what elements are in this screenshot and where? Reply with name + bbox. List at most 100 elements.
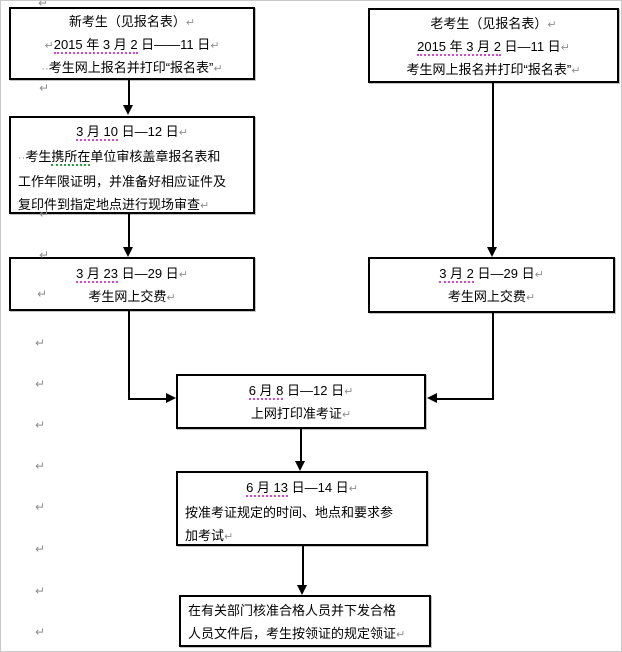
old-candidate-title-text: 老考生（见报名表）	[430, 16, 548, 31]
pay-new-action: 考生网上交费↵	[11, 286, 253, 309]
pay-new-date: 3 月 23 日—29 日↵	[11, 263, 253, 286]
old-candidate-date-rest: 日—11 日	[500, 39, 561, 54]
print-ticket-action: 上网打印准考证↵	[178, 403, 424, 426]
onsite-review-date: 3 月 10 日—12 日↵	[11, 120, 253, 145]
box-old-candidate: 老考生（见报名表）↵ 2015 年 3 月 2 日—11 日↵ 考生网上报名并打…	[368, 8, 619, 83]
old-candidate-date: 2015 年 3 月 2 日—11 日↵	[370, 36, 617, 59]
certificate-body-1-text: 在有关部门核准合格人员并下发合格	[188, 603, 397, 618]
connector-review-to-paynew	[128, 214, 130, 248]
connector-paynew-down	[128, 311, 130, 400]
old-candidate-action: 考生网上报名并打印“报名表”↵	[370, 59, 617, 82]
pilcrow-mark: ↵	[396, 629, 406, 641]
onsite-review-body-2: 工作年限证明，并准备好相应证件及	[11, 170, 253, 193]
box-print-ticket: 6 月 8 日—12 日↵ 上网打印准考证↵	[176, 374, 426, 429]
onsite-review-body-1: ··考生携所在单位审核盖章报名表和	[11, 145, 253, 170]
certificate-body-2-text: 人员文件后，考生按领证的规定领证	[188, 626, 397, 641]
pilcrow-mark: ↵	[39, 248, 50, 262]
pilcrow-mark: ↵	[571, 65, 581, 77]
connector-new-to-review	[128, 80, 130, 107]
pilcrow-mark: ↵	[35, 584, 46, 598]
new-candidate-title-text: 新考生（见报名表）	[68, 14, 186, 29]
onsite-review-date-rest: 日—12 日	[118, 124, 179, 139]
onsite-review-date-underlined: 3 月 10	[76, 124, 118, 141]
arrowhead-exam-to-certificate	[297, 585, 307, 595]
take-exam-body-2: 加考试↵	[178, 524, 426, 549]
old-candidate-date-underlined: 2015 年 3 月 2	[417, 39, 501, 56]
certificate-body-1: 在有关部门核准合格人员并下发合格	[181, 599, 429, 622]
arrowhead-old-to-payold	[487, 247, 497, 257]
certificate-body-2: 人员文件后，考生按领证的规定领证↵	[181, 622, 429, 647]
pilcrow-mark: ↵	[166, 292, 176, 304]
pay-old-date-underlined: 3 月 2	[439, 266, 474, 283]
arrowhead-review-to-paynew	[123, 247, 133, 257]
onsite-review-body-3-text: 复印件到指定地点进行现场审查	[18, 197, 201, 212]
space-dots-mark: ··	[41, 63, 49, 75]
pay-new-date-underlined: 3 月 23	[76, 266, 118, 283]
pilcrow-mark: ↵	[35, 377, 46, 391]
pay-old-date-rest: 日—29 日	[473, 266, 535, 281]
pilcrow-mark: ↵	[37, 287, 48, 301]
pilcrow-mark: ↵	[35, 418, 46, 432]
take-exam-date-rest: 日—14 日	[288, 480, 349, 495]
print-ticket-date-rest: 日—12 日	[283, 383, 345, 398]
new-candidate-date: ↵2015 年 3 月 2 日——11 日↵	[11, 34, 253, 57]
new-candidate-date-rest: 日——11 日	[137, 37, 211, 52]
pilcrow-mark: ↵	[185, 17, 196, 29]
pilcrow-mark: ↵	[44, 40, 54, 52]
box-pay-new: 3 月 23 日—29 日↵ 考生网上交费↵	[9, 257, 255, 311]
print-ticket-date-underlined: 6 月 8	[248, 383, 284, 400]
pilcrow-mark: ↵	[547, 19, 557, 31]
arrowhead-ticket-to-exam	[295, 461, 305, 471]
connector-payold-to-ticket	[437, 398, 494, 400]
print-ticket-action-text: 上网打印准考证	[250, 406, 342, 421]
box-certificate: 在有关部门核准合格人员并下发合格 人员文件后，考生按领证的规定领证↵	[179, 595, 431, 647]
pilcrow-mark: ↵	[224, 531, 234, 543]
box-take-exam: 6 月 13 日—14 日↵ 按准考证规定的时间、地点和要求参 加考试↵	[176, 471, 428, 546]
new-candidate-date-underlined: 2015 年 3 月 2	[53, 37, 138, 54]
connector-paynew-to-ticket	[128, 398, 167, 400]
pay-old-date: 3 月 2 日—29 日↵	[370, 263, 613, 286]
pilcrow-mark: ↵	[35, 625, 46, 639]
pilcrow-mark: ↵	[560, 42, 570, 54]
pilcrow-mark: ↵	[35, 336, 46, 350]
pilcrow-mark: ↵	[178, 269, 188, 281]
pilcrow-mark: ↵	[348, 483, 358, 495]
arrowhead-payold-to-ticket	[427, 393, 437, 403]
take-exam-body-1-text: 按准考证规定的时间、地点和要求参	[185, 505, 394, 520]
old-candidate-title: 老考生（见报名表）↵	[370, 13, 617, 36]
pilcrow-mark: ↵	[178, 127, 188, 139]
onsite-review-body-2-text: 工作年限证明，并准备好相应证件及	[18, 174, 227, 189]
connector-old-to-payold	[492, 83, 494, 248]
pilcrow-mark: ↵	[35, 459, 46, 473]
pilcrow-mark: ↵	[534, 269, 544, 281]
arrowhead-new-to-review	[123, 105, 133, 115]
new-candidate-action: ··考生网上报名并打印“报名表”↵	[11, 57, 253, 80]
take-exam-date-underlined: 6 月 13	[246, 480, 288, 497]
print-ticket-date: 6 月 8 日—12 日↵	[178, 380, 424, 403]
take-exam-date: 6 月 13 日—14 日↵	[178, 476, 426, 501]
pilcrow-mark: ↵	[38, 0, 49, 10]
connector-exam-to-certificate	[302, 546, 304, 586]
onsite-review-body-3: 复印件到指定地点进行现场审查↵	[11, 193, 253, 218]
new-candidate-action-text: 考生网上报名并打印“报名表”	[48, 60, 214, 75]
connector-ticket-to-exam	[300, 429, 302, 463]
pay-old-action-text: 考生网上交费	[447, 289, 526, 304]
onsite-review-body-rest: 单位审核盖章报名表和	[90, 149, 221, 164]
pilcrow-mark: ↵	[210, 40, 220, 52]
arrowhead-paynew-to-ticket	[166, 393, 176, 403]
pay-new-date-rest: 日—29 日	[118, 266, 179, 281]
pay-old-action: 考生网上交费↵	[370, 286, 613, 309]
pilcrow-mark: ↵	[525, 292, 536, 304]
pay-new-action-text: 考生网上交费	[88, 289, 167, 304]
pilcrow-mark: ↵	[213, 63, 223, 75]
take-exam-body-1: 按准考证规定的时间、地点和要求参	[178, 501, 426, 524]
pilcrow-mark: ↵	[341, 409, 352, 421]
connector-payold-down	[492, 313, 494, 400]
pilcrow-mark: ↵	[39, 207, 50, 221]
box-pay-old: 3 月 2 日—29 日↵ 考生网上交费↵	[368, 257, 615, 313]
box-onsite-review: 3 月 10 日—12 日↵ ··考生携所在单位审核盖章报名表和 工作年限证明，…	[9, 116, 255, 214]
new-candidate-title: 新考生（见报名表）↵	[11, 11, 253, 34]
old-candidate-action-text: 考生网上报名并打印“报名表”	[406, 62, 572, 77]
onsite-review-body-green: 携所在	[51, 149, 91, 166]
